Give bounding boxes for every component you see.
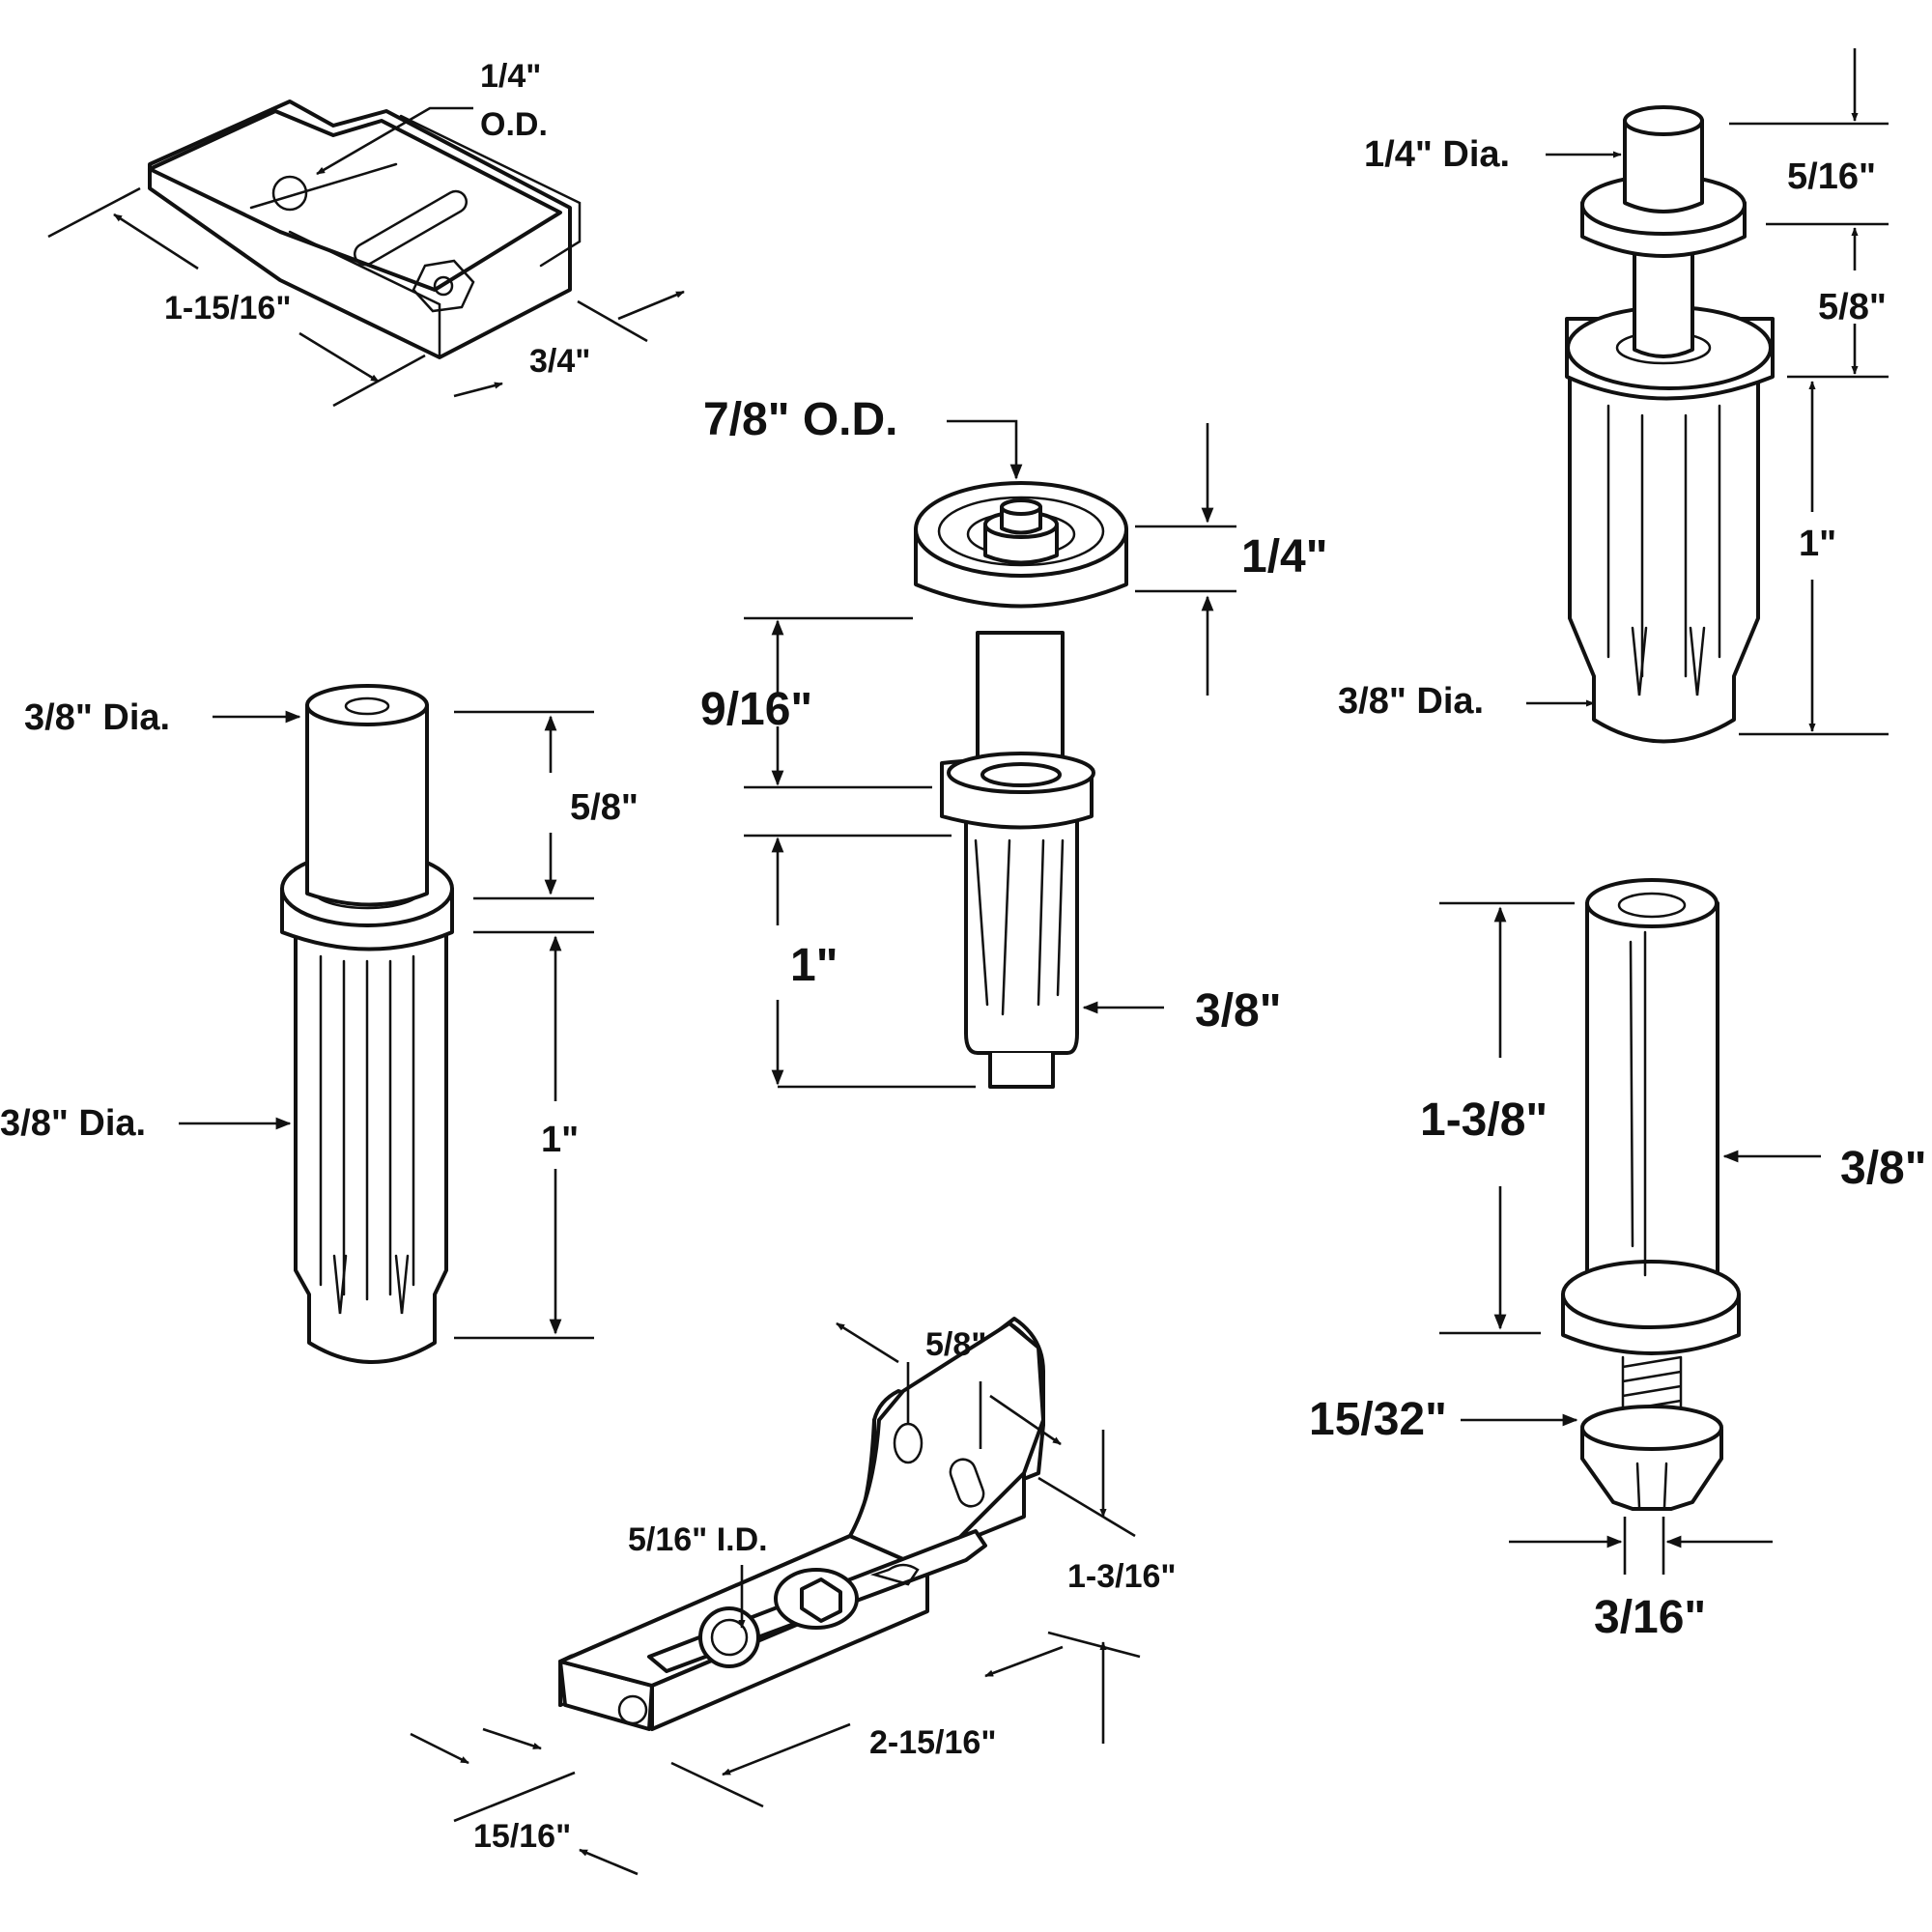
roller-dia-callout: 3/8" <box>1082 985 1281 1037</box>
tr-top-dia-label: 1/4" Dia. <box>1364 134 1510 175</box>
roller-stem-dim: 9/16" <box>700 616 932 789</box>
bracket-od-label-1: 1/4" <box>480 58 541 95</box>
tr-top-dia-callout: 1/4" Dia. <box>1364 134 1622 175</box>
lb-length-dim: 2-15/16" <box>670 1645 1064 1808</box>
right-len-dim: 1-3/8" <box>1420 901 1575 1335</box>
left-top-len-dim: 5/8" <box>454 710 639 900</box>
left-body-len-label: 1" <box>541 1120 579 1160</box>
roller-od-label: 7/8" O.D. <box>703 394 898 445</box>
right-tip-callout: 15/32" <box>1309 1394 1578 1445</box>
left-top-dia-callout: 3/8" Dia. <box>24 697 301 738</box>
lb-id-label: 5/16" I.D. <box>628 1521 768 1558</box>
lower-bracket <box>558 1317 1045 1731</box>
bracket-length-label: 1-15/16" <box>164 290 291 327</box>
left-pivot <box>280 684 454 1364</box>
roller-dia-label: 3/8" <box>1195 985 1281 1037</box>
tr-body-dim: 1" <box>1739 381 1889 736</box>
lb-width-dim: 15/16" <box>410 1727 639 1876</box>
left-top-len-label: 5/8" <box>570 787 639 828</box>
top-bracket <box>148 99 582 359</box>
top-bracket-od-callout: 1/4" O.D. <box>316 58 548 176</box>
center-roller <box>914 481 1128 1089</box>
lb-width-label: 15/16" <box>473 1818 571 1855</box>
top-bracket-width-dim: 3/4" <box>453 290 685 398</box>
tr-neck-label: 5/8" <box>1818 287 1887 327</box>
tr-body-label: 1" <box>1799 524 1836 564</box>
left-body-dim: 1" <box>454 930 594 1340</box>
lb-height-dim: 1-3/16" <box>1037 1430 1177 1744</box>
right-dia-label: 3/8" <box>1840 1143 1926 1194</box>
bracket-width-label: 3/4" <box>529 343 590 380</box>
right-len-label: 1-3/8" <box>1420 1094 1548 1146</box>
lb-slot-label: 5/8" <box>925 1326 986 1363</box>
right-tip-dia-dim: 3/16" <box>1509 1517 1773 1643</box>
top-bracket-length-dim: 1-15/16" <box>47 186 426 408</box>
tr-dia-label: 3/8" Dia. <box>1338 681 1484 722</box>
tr-top-len-label: 5/16" <box>1787 156 1876 197</box>
roller-thickness-dim: 1/4" <box>1135 423 1327 696</box>
bracket-od-label-2: O.D. <box>480 106 548 143</box>
left-top-dia-label: 3/8" Dia. <box>24 697 170 738</box>
right-tip-label: 15/32" <box>1309 1394 1447 1445</box>
top-right-pivot <box>1565 105 1775 744</box>
lb-slot-dim: 5/8" <box>836 1321 1062 1449</box>
lb-length-label: 2-15/16" <box>869 1724 996 1761</box>
lb-id-callout: 5/16" I.D. <box>628 1521 768 1629</box>
right-dia-callout: 3/8" <box>1722 1143 1926 1194</box>
tr-top-len-dim: 5/16" <box>1729 48 1889 226</box>
bracket-od-arrow <box>316 106 473 176</box>
roller-body-label: 1" <box>790 940 838 991</box>
tr-neck-dim: 5/8" <box>1787 227 1889 379</box>
tr-dia-callout: 3/8" Dia. <box>1338 681 1595 722</box>
roller-thickness-label: 1/4" <box>1241 531 1327 582</box>
roller-od-callout: 7/8" O.D. <box>703 394 1023 480</box>
right-tip-dia-label: 3/16" <box>1594 1592 1706 1643</box>
right-pivot <box>1561 878 1741 1511</box>
roller-body-dim: 1" <box>744 834 976 1089</box>
roller-stem-label: 9/16" <box>700 684 812 735</box>
lb-height-label: 1-3/16" <box>1067 1558 1177 1595</box>
left-body-dia-label: 3/8" Dia. <box>0 1103 146 1144</box>
left-body-dia-callout: 3/8" Dia. <box>0 1103 292 1144</box>
